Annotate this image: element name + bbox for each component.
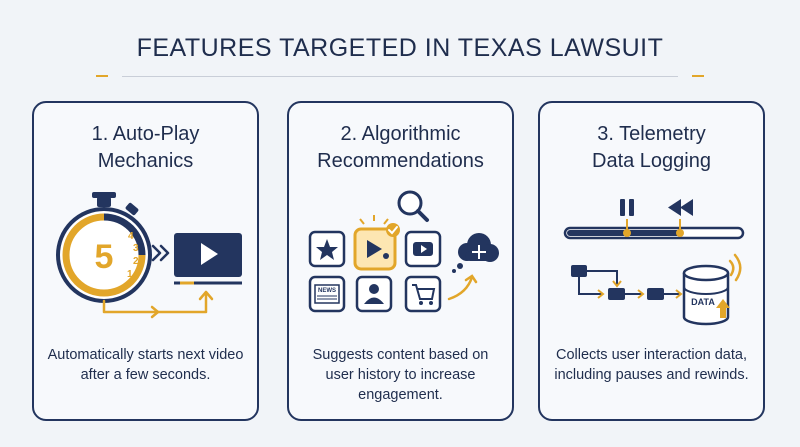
magnifier-icon xyxy=(397,190,429,222)
database-label: DATA xyxy=(691,297,715,307)
signal-icon xyxy=(728,253,742,282)
add-bubble-icon xyxy=(452,233,499,273)
cart-tile-icon xyxy=(404,275,442,313)
tick-label: 3 xyxy=(133,243,139,254)
card-recommendations: 2. Algorithmic Recommendations xyxy=(287,101,514,421)
card-title: 3. Telemetry Data Logging xyxy=(592,123,711,172)
stopwatch-icon: 5 4 3 2 1 xyxy=(56,192,152,303)
card-title: 2. Algorithmic Recommendations xyxy=(317,123,484,172)
card-auto-play: 1. Auto-Play Mechanics 5 4 3 2 1 xyxy=(32,101,259,421)
star-tile-icon xyxy=(308,230,346,268)
card-title: 1. Auto-Play Mechanics xyxy=(91,123,200,172)
title-accent-left xyxy=(96,75,108,77)
card-description: Collects user interaction data, includin… xyxy=(554,347,749,383)
user-tile-icon xyxy=(355,275,393,313)
video-tile-icon xyxy=(404,230,442,268)
news-tile-icon: NEWS xyxy=(308,275,346,313)
check-badge-icon xyxy=(386,223,400,237)
play-user-tile-icon xyxy=(353,215,397,271)
timeline-bar-icon xyxy=(563,219,745,240)
tick-label: 4 xyxy=(128,231,134,242)
recommendations-illustration: NEWS xyxy=(308,190,499,313)
rewind-icon xyxy=(668,199,693,216)
page-title: FEATURES TARGETED IN TEXAS LAWSUIT xyxy=(136,34,664,62)
double-chevron-icon xyxy=(151,244,170,262)
news-label: NEWS xyxy=(318,288,336,294)
title-accent-right xyxy=(692,75,704,77)
title-divider xyxy=(122,75,678,77)
countdown-number: 5 xyxy=(95,238,114,276)
card-telemetry: 3. Telemetry Data Logging xyxy=(538,101,765,421)
tick-label: 2 xyxy=(133,256,139,267)
flow-diagram-icon xyxy=(571,265,683,300)
pause-icon xyxy=(620,199,634,216)
card-description: Automatically starts next video after a … xyxy=(47,347,244,383)
auto-play-illustration: 5 4 3 2 1 xyxy=(56,192,242,319)
loop-arrow-icon xyxy=(102,290,214,319)
video-player-icon xyxy=(174,233,242,285)
upload-arrow-icon xyxy=(716,299,730,318)
card-description: Suggests content based on user history t… xyxy=(312,347,489,403)
tick-label: 1 xyxy=(127,269,133,280)
telemetry-illustration: DATA xyxy=(563,199,745,326)
database-icon: DATA xyxy=(682,264,730,326)
curved-arrow-icon xyxy=(447,274,478,301)
